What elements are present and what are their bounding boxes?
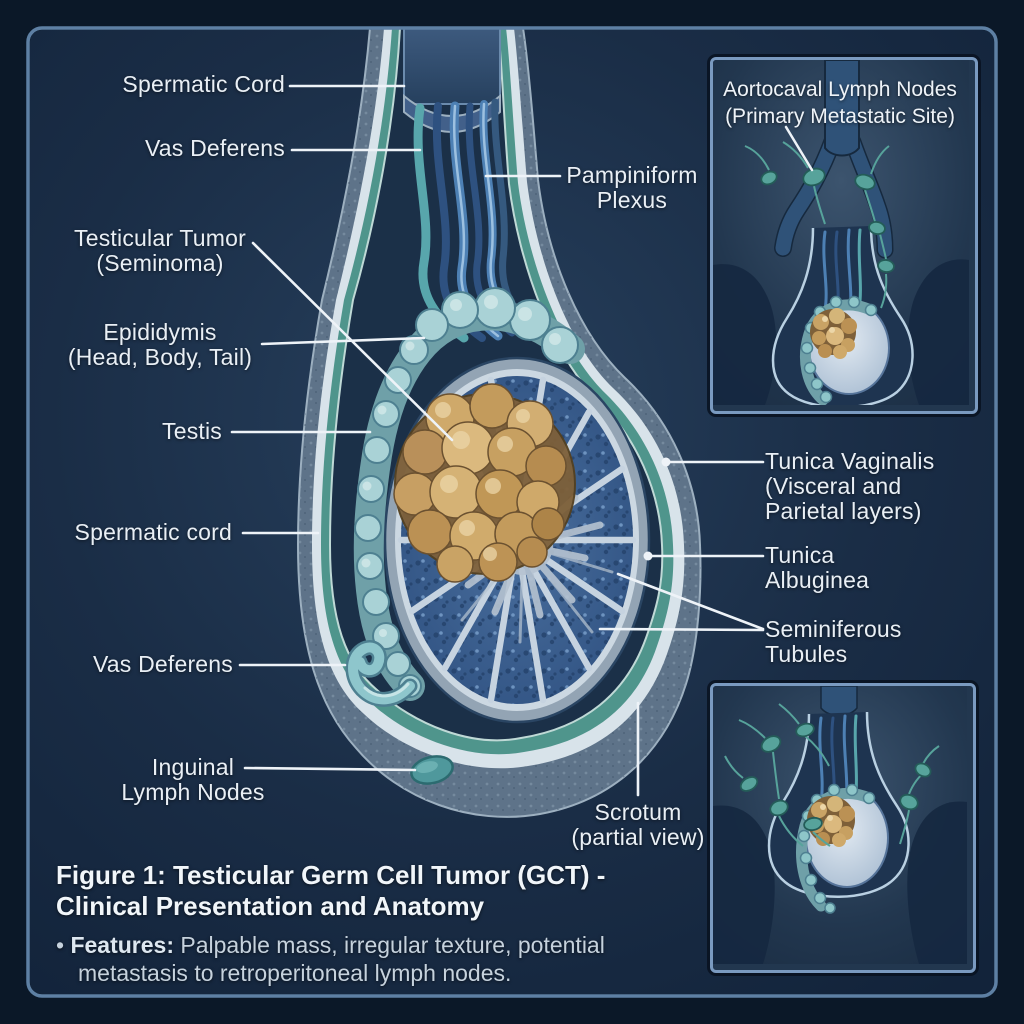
label-tunica-vaginalis: Tunica Vaginalis (Visceral and Parietal … [765,448,935,524]
testicular-tumor-mass [393,383,576,583]
vessel-trunk [820,686,858,717]
inset-lymphatic-spread [710,683,976,973]
features-lead: Features: [70,932,174,958]
aorta-vena-cava [774,60,894,259]
label-spermatic-cord-mid: Spermatic cord [74,519,232,545]
caption-title: Figure 1: Testicular Germ Cell Tumor (GC… [56,860,606,921]
leader-lines [230,84,765,797]
label-vas-deferens-low: Vas Deferens [92,651,233,677]
inset-top-illustration [713,60,969,405]
body-silhouette-right [907,259,969,405]
figure-caption: Figure 1: Testicular Germ Cell Tumor (GC… [56,860,676,987]
label-aortocaval-lymph-nodes: Aortocaval Lymph Nodes (Primary Metastat… [723,78,957,128]
label-testis: Testis [162,418,222,444]
caption-features: • Features: Palpable mass, irregular tex… [56,931,638,987]
label-testicular-tumor: Testicular Tumor (Seminoma) [74,225,246,276]
spermatic-cord-tube [403,27,501,133]
aortocaval-lymph-nodes [744,141,895,309]
label-epididymis: Epididymis (Head, Body, Tail) [67,319,253,370]
label-vas-deferens-top: Vas Deferens [144,135,285,161]
tumor-mini [810,308,857,359]
label-spermatic-cord-top: Spermatic Cord [122,71,285,97]
label-tunica-albuginea: Tunica Albuginea [765,542,870,593]
body-silhouette-left [713,805,775,964]
inset-aortocaval-metastasis [710,57,978,414]
epididymis-shape [353,287,585,701]
outer-frame [26,26,998,998]
tumor-mini [807,796,855,847]
inset-leader-line [784,125,814,172]
label-pampiniform-plexus: Pampiniform Plexus [566,162,698,213]
lymph-node-chain [724,703,940,847]
label-scrotum: Scrotum (partial view) [571,799,705,850]
body-silhouette-right [907,801,967,964]
inset-bottom-illustration [713,686,967,964]
features-text: Palpable mass, irregular texture, potent… [78,932,605,986]
body-silhouette-left [713,264,777,405]
vas-deferens-shape [345,640,418,707]
label-seminiferous-tubules: Seminiferous Tubules [765,616,902,667]
bullet-marker: • [56,932,65,958]
inguinal-lymph-node-shape [410,755,454,785]
label-inguinal-lymph-nodes: Inguinal Lymph Nodes [121,754,265,805]
